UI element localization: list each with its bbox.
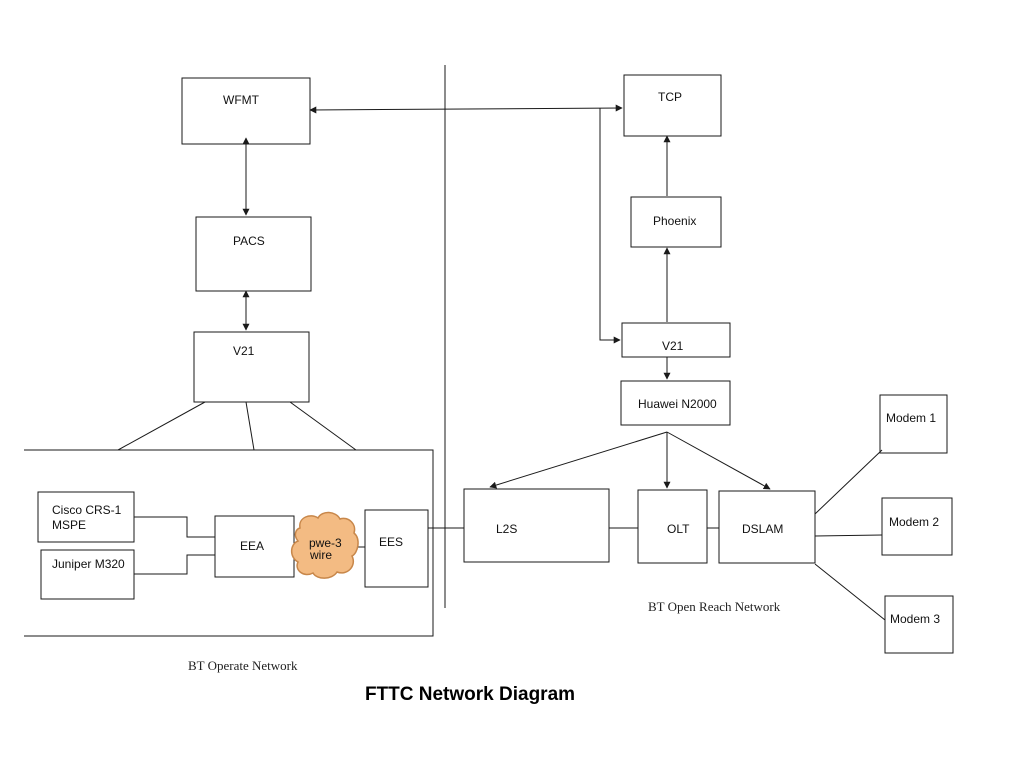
pacs-box [195,216,312,292]
dslam-box [718,490,816,564]
huawei-l2s-link [489,431,668,489]
pacs-label: PACS [233,234,265,248]
cisco-eea-link [134,516,215,538]
modem2-label: Modem 2 [889,515,939,529]
v21-right-label: V21 [662,339,684,353]
openreach-network-label: BT Open Reach Network [648,599,781,614]
pwe3-cloud [290,511,359,579]
modem1-label: Modem 1 [886,411,936,425]
dslam-modem3-link [814,563,886,621]
dslam-label: DSLAM [742,522,783,536]
huawei-box [620,380,731,426]
l2s-box [463,488,610,563]
wfmt-label: WFMT [223,93,260,107]
juniper-eea-link [134,554,215,575]
cisco-box [37,491,135,543]
modem3-box [884,595,954,654]
modem3-label: Modem 3 [890,612,940,626]
eea-label: EEA [240,539,264,553]
olt-label: OLT [667,522,690,536]
juniper-box [40,549,135,600]
operate-network-label: BT Operate Network [188,658,298,673]
olt-box [637,489,708,564]
v21-right-box [621,322,731,358]
dslam-modem2-link [814,534,883,537]
tcp-label: TCP [658,90,682,104]
ees-label: EES [379,535,403,549]
wfmt-tcp-link [309,104,623,114]
v21-left-label: V21 [233,344,255,358]
modem1-box [879,394,948,454]
pwe3-label-line2: wire [309,548,332,562]
pwe3-label-line1: pwe-3 [309,536,342,550]
operate-network-frame [24,449,434,637]
l2s-label: L2S [496,522,517,536]
huawei-label: Huawei N2000 [638,397,717,411]
dslam-modem1-link [814,449,883,515]
cisco-label-line1: Cisco CRS-1 [52,503,122,517]
tcp-v21-bracket [599,108,621,344]
v21-fanout-mid [245,401,255,451]
ees-box [364,509,429,588]
phoenix-label: Phoenix [653,214,696,228]
tcp-box [623,74,722,137]
v21-fanout-left [117,401,206,451]
diagram-title: FTTC Network Diagram [364,684,576,705]
juniper-label: Juniper M320 [52,557,125,571]
phoenix-box [630,196,722,248]
v21-fanout-right [289,401,357,451]
wfmt-box [181,77,311,145]
v21-left-box [193,331,310,403]
modem2-box [881,497,953,556]
huawei-dslam-link [666,431,771,490]
cisco-label-line2: MSPE [52,518,86,532]
